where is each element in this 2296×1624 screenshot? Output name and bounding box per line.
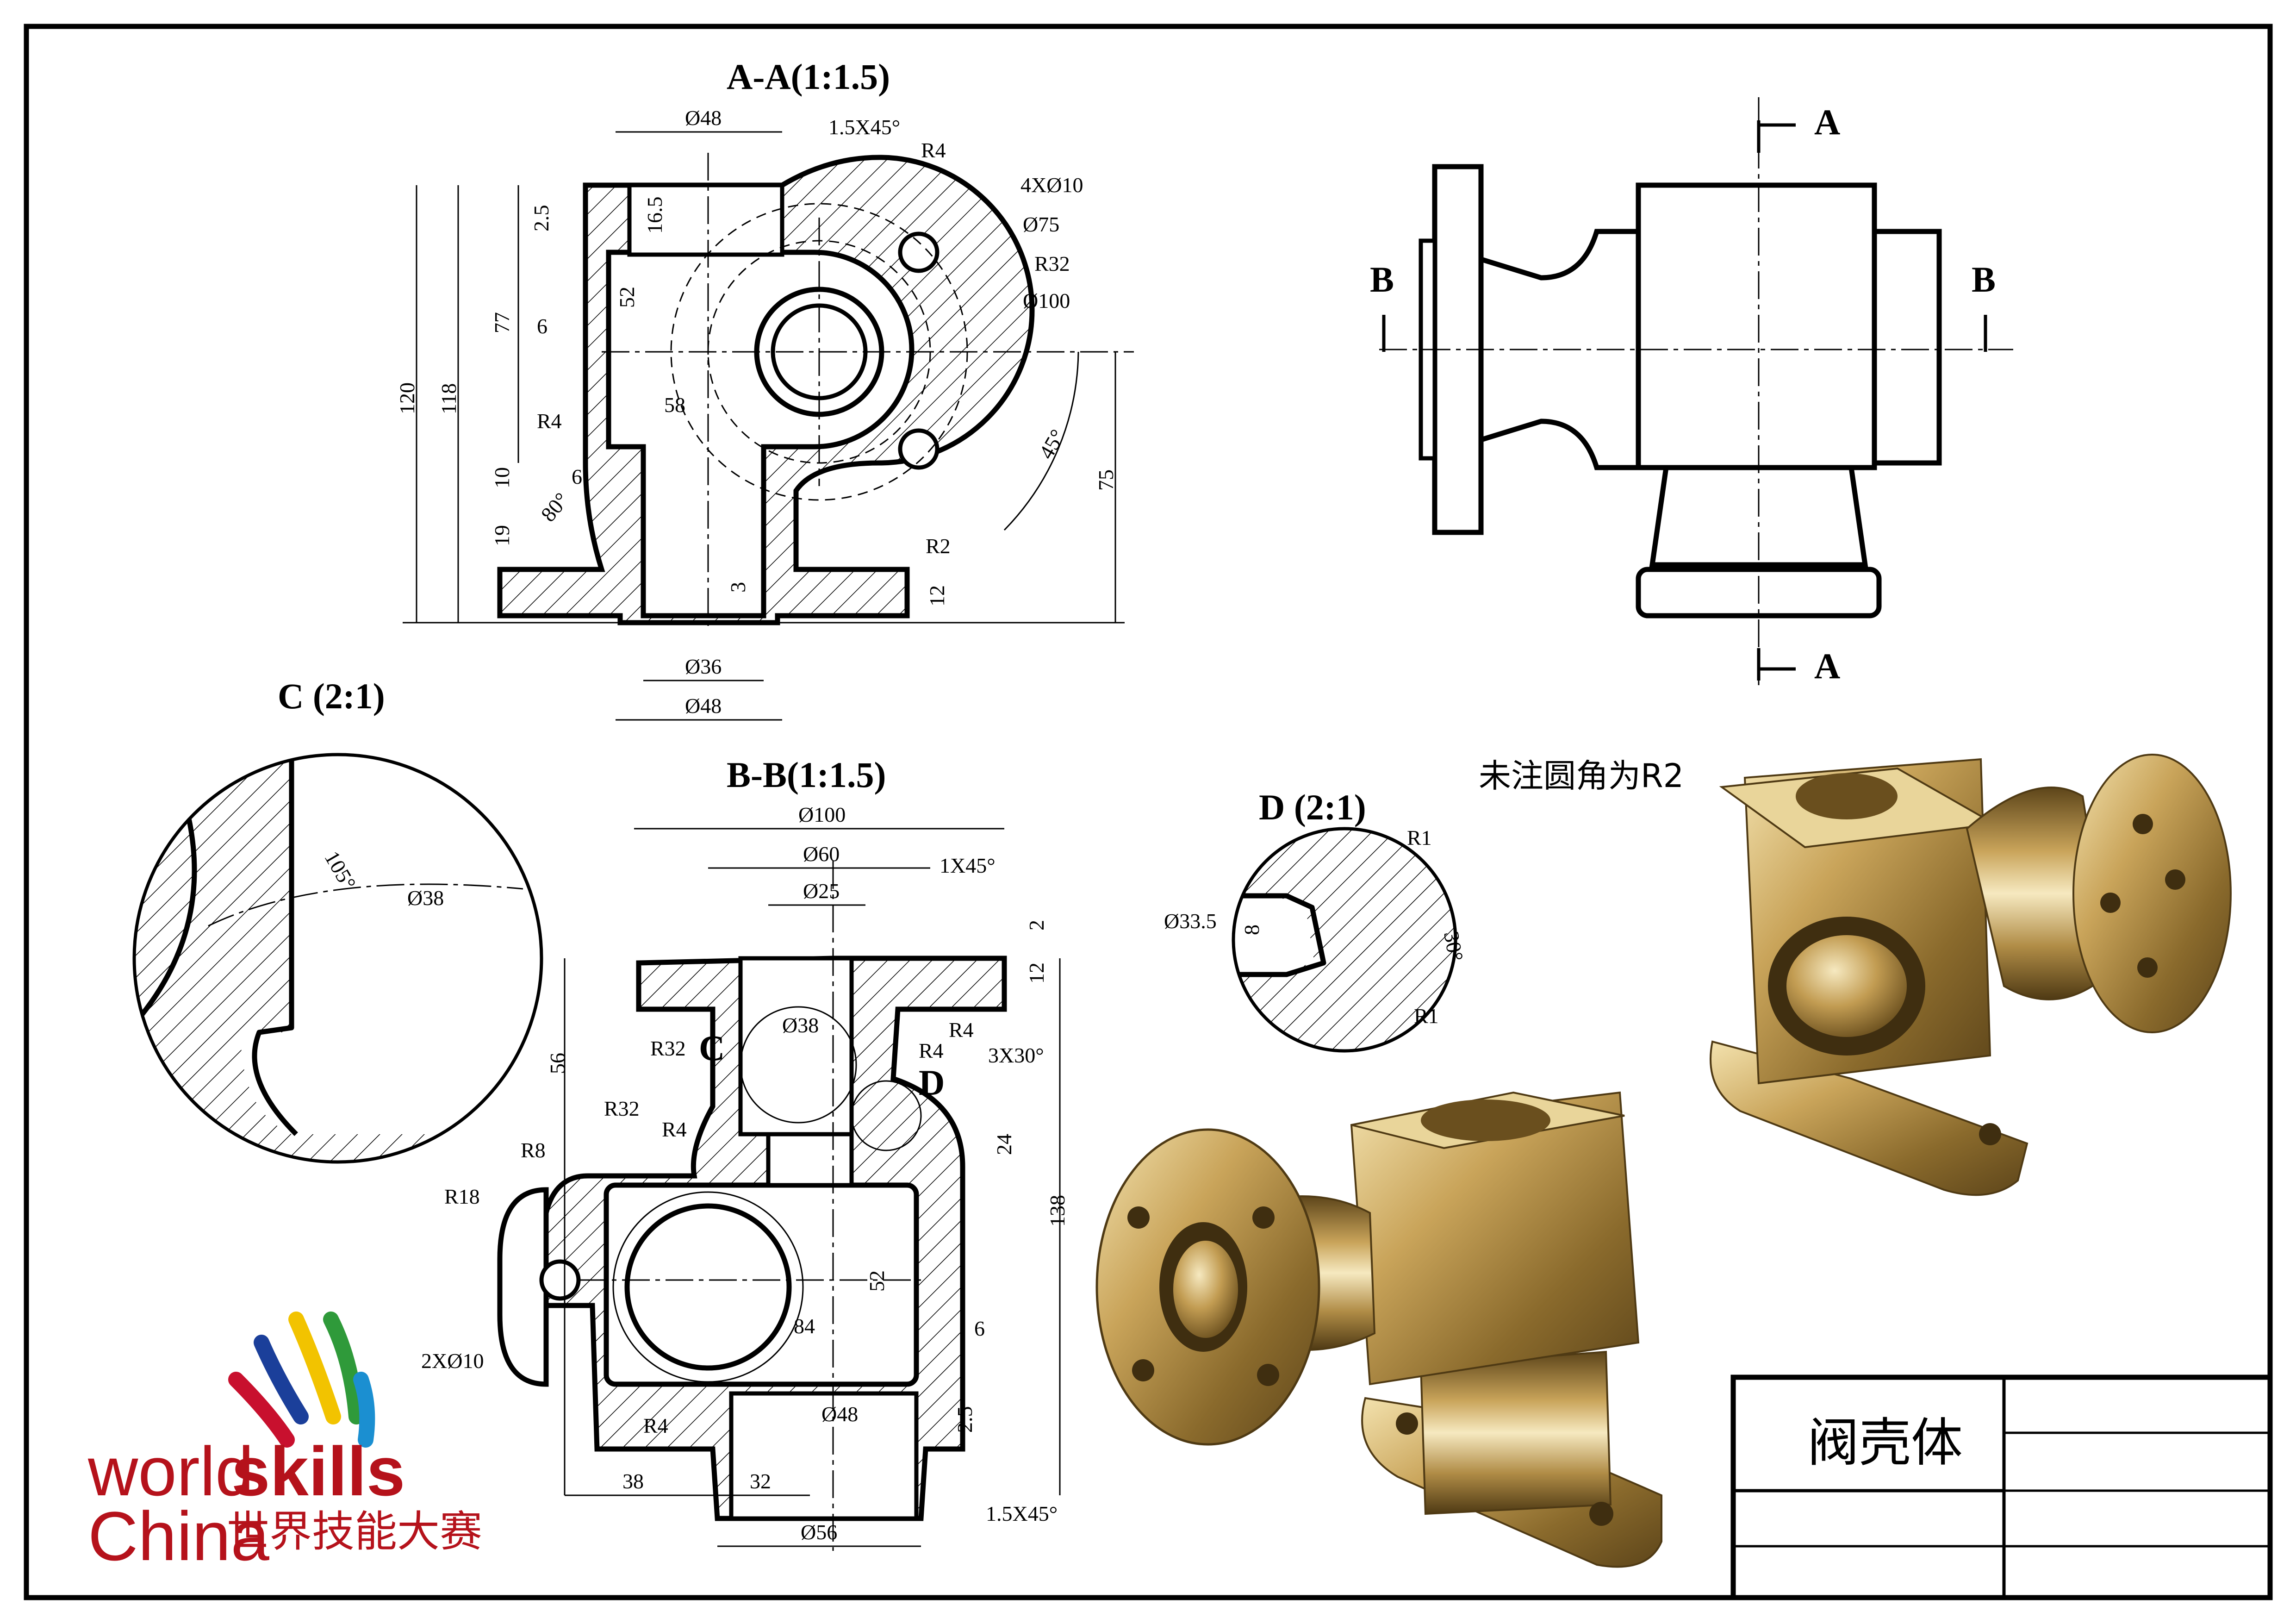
section-aa-cavity <box>606 250 915 618</box>
dim-aa-2-5: 2.5 <box>529 205 553 232</box>
dim-d-r1-top: R1 <box>1407 826 1432 849</box>
section-aa-bolt-hole-1 <box>898 231 940 273</box>
dim-bb-r4-d: R4 <box>643 1414 668 1437</box>
dim-bb-r4-c: R4 <box>662 1118 687 1141</box>
dim-aa-r2: R2 <box>926 534 951 558</box>
dim-bb-holes: 2XØ10 <box>421 1349 484 1373</box>
detail-d-view: D (2:1) R1 Ø33.5 8 30° R1 <box>1164 787 1468 1053</box>
dim-aa-75: 75 <box>1094 469 1118 491</box>
dim-aa-58: 58 <box>664 393 685 417</box>
dim-aa-80deg: 80° <box>536 488 573 526</box>
dim-bb-32: 32 <box>750 1469 771 1493</box>
dim-bb-2-5: 2.5 <box>953 1406 977 1433</box>
dim-bb-r32-b: R32 <box>604 1097 640 1120</box>
logo-skills: skills <box>231 1432 405 1510</box>
dim-aa-120: 120 <box>395 382 419 414</box>
dim-bb-d56: Ø56 <box>801 1520 837 1544</box>
fillet-note: 未注圆角为R2 <box>1479 757 1684 795</box>
dim-d-d33-5: Ø33.5 <box>1164 909 1217 933</box>
dim-bb-d25: Ø25 <box>803 879 840 903</box>
worldskills-logo: world skills China 世界技能大赛 <box>87 1312 482 1575</box>
dim-bb-r32-a: R32 <box>650 1037 686 1060</box>
dim-aa-19: 19 <box>490 525 514 546</box>
dim-bb-d100: Ø100 <box>798 803 846 826</box>
section-aa-bolt-hole-2 <box>898 428 940 470</box>
dim-aa-holes: 4XØ10 <box>1020 173 1083 197</box>
dim-bb-d60: Ø60 <box>803 842 840 866</box>
title-block: 阀壳体 <box>1730 1374 2273 1600</box>
section-bb-view: B-B(1:1.5) Ø100 Ø60 1X45° Ø25 2 12 Ø38 R… <box>421 755 1069 1551</box>
logo-cn: 世界技能大赛 <box>227 1507 482 1556</box>
dim-aa-chamfer: 1.5X45° <box>828 115 900 139</box>
dim-bb-56: 56 <box>546 1053 569 1074</box>
dim-bb-r4-b: R4 <box>919 1039 944 1062</box>
dim-bb-38: 38 <box>622 1469 644 1493</box>
dim-bb-chamfer-bottom: 1.5X45° <box>986 1502 1058 1525</box>
dim-bb-84: 84 <box>794 1314 815 1338</box>
detail-c-title: C (2:1) <box>278 676 385 716</box>
dim-d-30deg: 30° <box>1439 930 1468 963</box>
render-3d-bottom <box>1095 1091 1662 1568</box>
dim-aa-3: 3 <box>726 582 750 593</box>
dim-aa-118: 118 <box>437 383 460 414</box>
dim-aa-r4-top: R4 <box>921 138 946 162</box>
dim-bb-52: 52 <box>865 1270 889 1292</box>
dim-aa-45deg: 45° <box>1034 425 1069 463</box>
front-label-a-bottom: A <box>1814 646 1840 686</box>
dim-bb-2: 2 <box>1025 920 1048 931</box>
dim-aa-d36: Ø36 <box>685 655 722 678</box>
dim-bb-r18: R18 <box>444 1185 480 1208</box>
dim-aa-r4-left: R4 <box>537 409 562 433</box>
title-block-part-name: 阀壳体 <box>1807 1413 1963 1473</box>
dim-bb-12: 12 <box>1025 962 1048 984</box>
section-bb-title: B-B(1:1.5) <box>727 755 886 795</box>
dim-bb-6: 6 <box>974 1317 985 1340</box>
dim-aa-d100: Ø100 <box>1023 289 1070 312</box>
front-label-b-left: B <box>1370 259 1394 300</box>
dim-bb-138: 138 <box>1045 1195 1069 1227</box>
front-view: A A B B <box>1370 97 2013 686</box>
dim-c-d38: Ø38 <box>407 886 444 910</box>
dim-aa-12: 12 <box>925 585 949 606</box>
dim-bb-chamfer: 1X45° <box>940 854 996 877</box>
dim-bb-24: 24 <box>992 1134 1016 1155</box>
dim-bb-3x30: 3X30° <box>988 1043 1044 1067</box>
dim-aa-d75: Ø75 <box>1023 212 1059 236</box>
dim-aa-16-5: 16.5 <box>643 197 666 234</box>
dim-aa-52: 52 <box>615 287 639 308</box>
dim-bb-d48: Ø48 <box>821 1402 858 1426</box>
dim-aa-d48-top: Ø48 <box>685 106 722 130</box>
dim-aa-r32: R32 <box>1034 252 1070 275</box>
logo-world: world <box>87 1432 254 1510</box>
logo-china: China <box>88 1497 269 1575</box>
dim-aa-10: 10 <box>490 467 514 488</box>
sheet-border <box>24 24 2273 1600</box>
dim-d-r1-bottom: R1 <box>1414 1004 1439 1028</box>
section-aa-top-bore <box>627 183 784 257</box>
front-label-a-top: A <box>1814 102 1840 142</box>
dim-bb-r4-a: R4 <box>949 1018 974 1042</box>
dim-bb-r8: R8 <box>521 1138 546 1162</box>
label-bb-d: D <box>919 1062 945 1103</box>
section-aa-title: A-A(1:1.5) <box>727 56 890 97</box>
dim-aa-d48-bottom: Ø48 <box>685 694 722 718</box>
label-bb-c: C <box>699 1028 725 1068</box>
dim-d-8: 8 <box>1240 924 1263 935</box>
section-aa-view: A-A(1:1.5) Ø48 1.5X45° R4 4XØ10 Ø75 R32 … <box>395 56 1134 721</box>
dim-aa-6-wall: 6 <box>537 314 548 338</box>
render-3d-top-right <box>1710 754 2232 1196</box>
dim-aa-77: 77 <box>490 312 514 333</box>
detail-d-title: D (2:1) <box>1259 787 1366 827</box>
dim-aa-6-step: 6 <box>572 465 582 488</box>
dim-bb-d38: Ø38 <box>782 1013 819 1037</box>
detail-c-view: C (2:1) 105° Ø38 <box>132 676 543 1164</box>
front-label-b-right: B <box>1972 259 1996 300</box>
